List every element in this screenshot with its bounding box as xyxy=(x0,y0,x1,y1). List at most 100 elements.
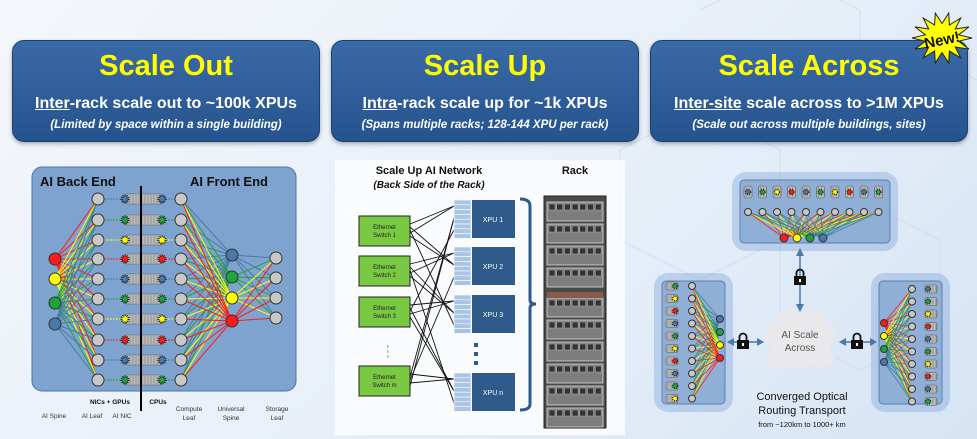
leaf-node xyxy=(802,208,810,216)
caption-line-3: from ~120km to 1000+ km xyxy=(758,420,846,429)
port xyxy=(453,387,472,393)
link-line xyxy=(691,285,721,333)
card-title: Scale Across xyxy=(718,50,900,82)
link-line xyxy=(54,239,99,280)
port xyxy=(453,214,472,220)
link-line xyxy=(180,278,233,299)
leaf-node xyxy=(688,332,696,340)
leaf-node xyxy=(688,357,696,365)
port xyxy=(453,401,472,407)
port xyxy=(453,313,472,320)
ellipsis-dot xyxy=(387,350,389,353)
link-line xyxy=(691,310,721,359)
nic-icon xyxy=(120,274,130,284)
spine-node xyxy=(716,315,724,323)
compute-leaf-node xyxy=(174,272,188,286)
nic-icon xyxy=(802,188,810,196)
link-line xyxy=(180,320,233,361)
link-line xyxy=(883,361,913,402)
link-line xyxy=(180,254,233,260)
link-line xyxy=(54,239,99,325)
rack-switch xyxy=(547,292,603,298)
link-line xyxy=(54,219,99,280)
nic-icon xyxy=(120,254,130,264)
nic-icon xyxy=(120,335,130,345)
port xyxy=(453,294,472,301)
xpu-label: XPU 1 xyxy=(483,217,503,224)
link-line xyxy=(231,317,277,322)
scale-up-diagram: Scale Up AI Network (Back Side of the Ra… xyxy=(335,160,625,435)
link-line xyxy=(54,219,99,325)
nic-icon xyxy=(671,295,679,302)
port xyxy=(453,391,472,398)
link-line xyxy=(822,211,865,239)
link-line xyxy=(409,266,455,314)
port xyxy=(453,233,472,239)
xpu-block xyxy=(472,247,515,285)
ai-spine-node xyxy=(48,272,62,286)
link-line xyxy=(809,211,836,239)
card-subtitle: Intra-rack scale up for ~1k XPUs xyxy=(362,95,608,112)
gpu-server-icon xyxy=(124,374,163,386)
leaf-node xyxy=(908,335,916,343)
port xyxy=(453,318,472,325)
link-line xyxy=(776,211,824,239)
xpu-block xyxy=(472,373,515,411)
leaf-node xyxy=(744,208,752,216)
link-line xyxy=(180,318,233,322)
nic-icon xyxy=(924,298,932,305)
link-line xyxy=(783,211,792,239)
link-line xyxy=(691,348,721,359)
ai-leaf-node xyxy=(91,233,105,247)
nic-icon xyxy=(157,335,167,345)
link-line xyxy=(180,320,233,381)
link-line xyxy=(409,226,455,266)
ellipsis-dot xyxy=(387,345,389,348)
compute-leaf-node xyxy=(174,192,188,206)
compute-leaf-node xyxy=(174,252,188,266)
port xyxy=(453,209,472,215)
nic-icon xyxy=(924,385,932,393)
link-line xyxy=(822,211,836,239)
link-line xyxy=(180,320,233,341)
link-line xyxy=(796,211,850,239)
link-line xyxy=(783,211,850,239)
storage-leaf-node xyxy=(269,311,283,325)
port xyxy=(453,270,472,277)
port xyxy=(453,299,472,305)
link-line xyxy=(180,198,233,299)
leaf-node xyxy=(688,282,696,290)
link-line xyxy=(231,277,277,299)
leaf-node xyxy=(908,322,916,331)
link-line xyxy=(691,285,721,359)
port xyxy=(453,228,472,234)
card-subtitle: Inter-site scale across to >1M XPUs xyxy=(674,95,944,112)
leaf-node xyxy=(908,297,916,306)
gpu-server-icon xyxy=(124,293,163,305)
spine-node xyxy=(716,341,724,349)
scale-up-network-subtitle: (Back Side of the Rack) xyxy=(373,180,485,191)
arrowhead xyxy=(727,338,734,346)
spine-node xyxy=(818,233,828,243)
ai-leaf-node xyxy=(91,213,105,227)
leaf-node xyxy=(908,310,916,318)
compute-leaf-node xyxy=(174,312,188,326)
leaf-node xyxy=(908,347,916,356)
link-line xyxy=(762,211,824,239)
nic-icon xyxy=(924,335,932,343)
cpus-label: CPUs xyxy=(149,399,167,406)
arrowhead xyxy=(757,338,764,346)
nic-icon xyxy=(671,357,679,365)
link-line xyxy=(883,288,913,324)
port xyxy=(453,223,472,230)
link-line xyxy=(409,252,455,274)
gpu-server-icon xyxy=(124,273,163,285)
nic-icon xyxy=(924,373,932,380)
link-line xyxy=(747,211,798,239)
lock-icon xyxy=(794,268,806,285)
link-line xyxy=(180,258,233,278)
universal-spine-node xyxy=(225,291,239,305)
